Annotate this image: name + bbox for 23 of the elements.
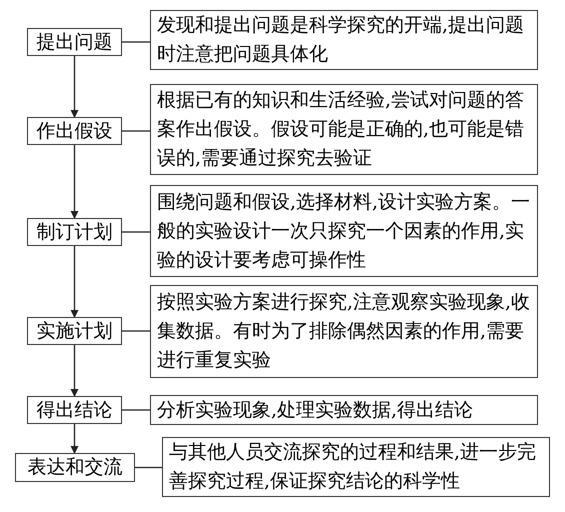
connector-line bbox=[122, 41, 150, 43]
step-box: 得出结论 bbox=[27, 396, 122, 424]
arrow bbox=[70, 424, 78, 454]
arrow bbox=[70, 145, 78, 219]
connector-line bbox=[122, 409, 150, 411]
description-box: 分析实验现象,处理实验数据,得出结论 bbox=[150, 395, 538, 425]
arrow bbox=[70, 345, 78, 397]
description-box: 围绕问题和假设,选择材料,设计实验方案。一般的实验设计一次只探究一个因素的作用,实验的设计要考虑可操作性 bbox=[150, 185, 538, 277]
connector-line bbox=[122, 130, 150, 132]
step-box: 实施计划 bbox=[27, 317, 122, 345]
description-box: 与其他人员交流探究的过程和结果,进一步完善探究过程,保证探究结论的科学性 bbox=[162, 437, 550, 497]
arrow bbox=[70, 56, 78, 118]
connector-line bbox=[122, 330, 150, 332]
description-box: 按照实验方案进行探究,注意观察实验现象,收集数据。有时为了排除偶然因素的作用,需要进行重复实验 bbox=[150, 285, 538, 378]
description-box: 发现和提出问题是科学探究的开端,提出问题时注意把问题具体化 bbox=[150, 10, 538, 70]
step-box: 表达和交流 bbox=[15, 453, 135, 482]
step-box: 提出问题 bbox=[27, 28, 122, 56]
connector-line bbox=[122, 231, 150, 233]
step-box: 制订计划 bbox=[27, 218, 122, 246]
step-box: 作出假设 bbox=[27, 117, 122, 145]
arrow bbox=[70, 246, 78, 318]
description-box: 根据已有的知识和生活经验,尝试对问题的答案作出假设。假设可能是正确的,也可能是错误的,需要通过探究去验证 bbox=[150, 84, 538, 175]
connector-line bbox=[135, 466, 162, 468]
